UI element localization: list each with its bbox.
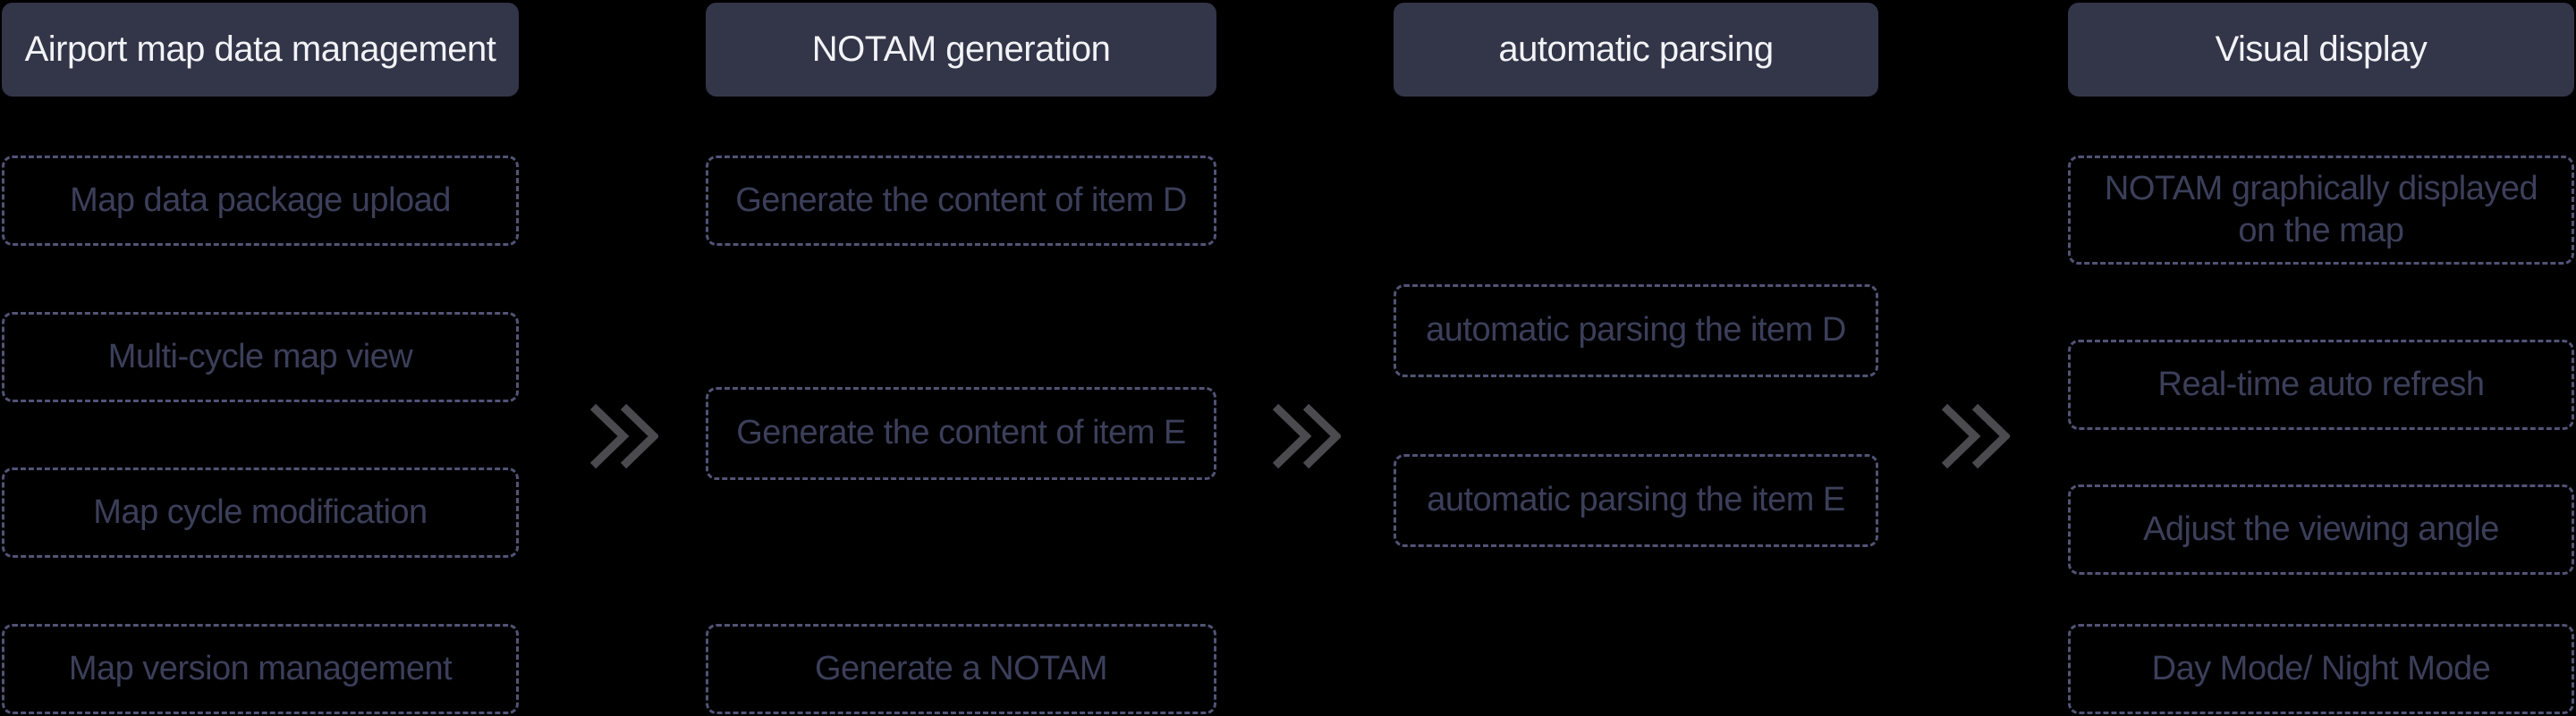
column-header: Visual display [2068, 3, 2574, 97]
column-header: NOTAM generation [706, 3, 1216, 97]
flow-step-box: Day Mode/ Night Mode [2068, 624, 2574, 714]
flow-step-label: Map data package upload [70, 181, 451, 219]
flow-step-box: Real-time auto refresh [2068, 340, 2574, 430]
column-visual-display: Visual display NOTAM graphically display… [2068, 0, 2574, 716]
double-chevron-right-icon [1940, 402, 2010, 470]
flow-step-label: Multi-cycle map view [107, 337, 413, 375]
flow-step-box: Adjust the viewing angle [2068, 484, 2574, 575]
column-header-label: Visual display [2215, 29, 2428, 69]
flow-step-label: Real-time auto refresh [2157, 365, 2485, 403]
flow-step-label: Adjust the viewing angle [2143, 510, 2499, 548]
column-header-label: Airport map data management [24, 29, 496, 69]
column-header-label: NOTAM generation [811, 29, 1111, 69]
flow-step-box: Map cycle modification [2, 468, 519, 558]
flow-step-label: NOTAM graphically displayed on the map [2104, 169, 2538, 250]
flow-step-label: Generate the content of item D [735, 181, 1187, 219]
column-header: Airport map data management [2, 3, 519, 97]
flow-step-label: Generate the content of item E [736, 414, 1186, 452]
column-header-label: automatic parsing [1498, 29, 1774, 69]
flow-step-box: Generate a NOTAM [706, 624, 1216, 714]
flow-step-box: Map version management [2, 624, 519, 714]
flow-step-label: Map cycle modification [93, 493, 428, 531]
flow-step-box: automatic parsing the item D [1394, 284, 1878, 377]
column-automatic-parsing: automatic parsing automatic parsing the … [1394, 0, 1878, 716]
flow-step-box: automatic parsing the item E [1394, 454, 1878, 547]
flow-step-box: Generate the content of item E [706, 387, 1216, 480]
flow-step-box: NOTAM graphically displayed on the map [2068, 156, 2574, 265]
column-notam-generation: NOTAM generation Generate the content of… [706, 0, 1216, 716]
flow-step-label: automatic parsing the item D [1426, 311, 1846, 350]
flow-step-label: Generate a NOTAM [814, 649, 1108, 687]
column-header: automatic parsing [1394, 3, 1878, 97]
column-airport-map-data-management: Airport map data management Map data pac… [2, 0, 519, 716]
flow-step-box: Map data package upload [2, 156, 519, 246]
double-chevron-right-icon [589, 402, 658, 470]
flow-step-label: automatic parsing the item E [1427, 481, 1845, 519]
flow-step-label: Map version management [68, 649, 453, 687]
flow-step-label: Day Mode/ Night Mode [2151, 649, 2491, 687]
double-chevron-right-icon [1271, 402, 1341, 470]
flow-step-box: Generate the content of item D [706, 156, 1216, 246]
flow-step-box: Multi-cycle map view [2, 312, 519, 402]
